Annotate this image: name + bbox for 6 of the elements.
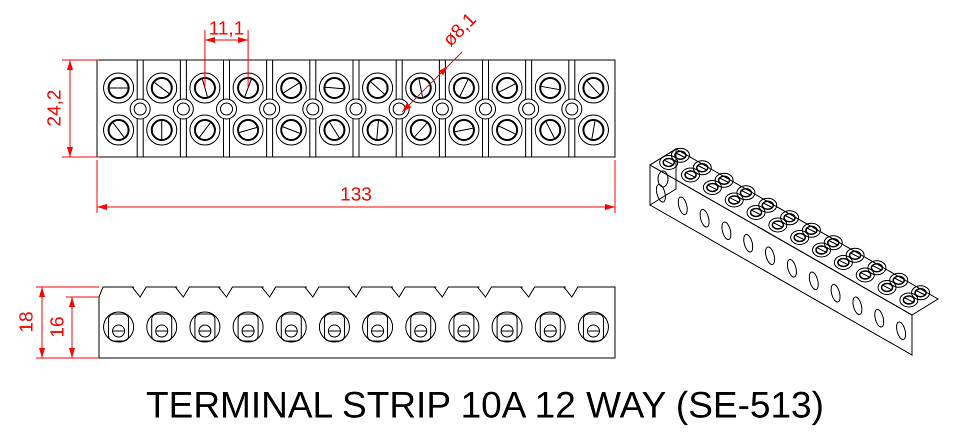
dimension-text: 16 [48, 316, 68, 338]
dimension-text: 11,1 [208, 20, 244, 38]
dimension-text: 18 [18, 311, 36, 333]
dimension-text: 133 [340, 186, 372, 204]
dimension-text: 24,2 [46, 90, 64, 126]
title-text: TERMINAL STRIP 10A 12 WAY (SE-513) [146, 386, 824, 424]
